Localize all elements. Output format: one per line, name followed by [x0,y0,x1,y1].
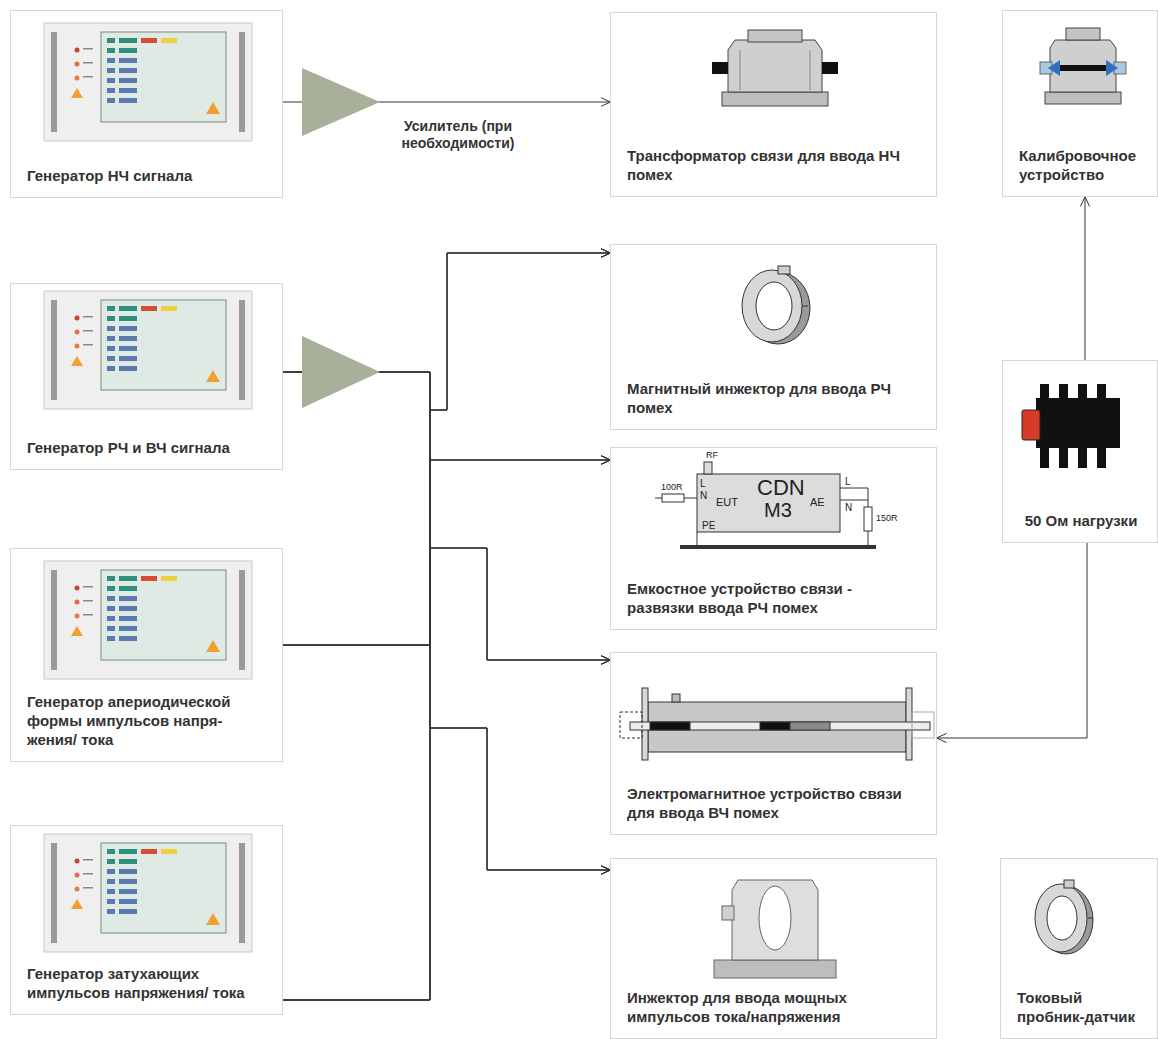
connector-arrow [283,372,610,870]
amplifier-triangle [302,68,380,136]
device-box: Емкостное устройство связи - развязки вв… [610,447,937,630]
connector-arrow [283,548,610,1000]
cdn-schematic [655,462,876,547]
connector-arrow [283,460,610,1000]
device-title: Токовый пробник-датчик [1017,988,1143,1026]
schematic-label: L [845,476,851,487]
current-probe-icon [1035,880,1093,954]
connector-arrow [937,543,1087,738]
device-title: Трансформатор связи для ввода НЧ помех [627,146,907,184]
device-box: Генератор затухающих импульсов напряжени… [10,825,283,1015]
amplifier-triangle [302,336,380,408]
device-box: Трансформатор связи для ввода НЧ помех [610,12,937,197]
schematic-label: 100R [661,482,683,492]
generator-icon [44,834,252,952]
device-title: Генератор НЧ сигнала [27,166,257,185]
schematic-label: M3 [764,500,792,521]
device-title: Магнитный инжектор для ввода РЧ помех [627,379,907,417]
connector-arrow [1085,197,1086,360]
schematic-label: PE [702,520,715,531]
schematic-label: L [700,478,706,489]
device-title: Емкостное устройство связи - развязки вв… [627,579,917,617]
connector-arrow [283,372,610,660]
connector-arrow [283,548,610,660]
device-box: Электромагнитное устройство связи для вв… [610,652,937,835]
schematic-label: CDN [757,476,805,499]
device-title: Генератор затухающих импульсов напряжени… [27,964,268,1002]
device-box: Генератор РЧ и ВЧ сигнала [10,283,283,470]
connector-arrow [283,645,610,870]
device-box: Калибровочное устройство [1002,10,1158,197]
device-title: Калибровочное устройство [1019,146,1143,184]
device-box: 50 Ом нагрузки [1002,360,1158,543]
transformer-icon [712,30,838,106]
device-title: 50 Ом нагрузки [1025,511,1138,530]
edge-label: Усилитель (при необходимости) [378,118,538,152]
device-title: Генератор апериодической формы импульсов… [27,692,267,749]
connector-arrow [283,728,610,1000]
device-title: Инжектор для ввода мощных импульсов тока… [627,988,917,1026]
connector-arrow [283,460,610,645]
device-box: Магнитный инжектор для ввода РЧ помех [610,244,937,430]
pulse-injector-icon [714,880,836,978]
schematic-label: EUT [716,496,738,508]
load-heatsink-icon [1022,384,1120,468]
device-box: Инжектор для ввода мощных импульсов тока… [610,858,937,1039]
device-title: Электромагнитное устройство связи для вв… [627,784,917,822]
ring-injector-icon [742,266,810,344]
schematic-label: AE [810,496,825,508]
generator-icon [44,23,252,141]
device-box: Токовый пробник-датчик [1000,858,1158,1039]
schematic-label: RF [706,450,718,460]
device-box: Генератор НЧ сигнала [10,10,283,198]
schematic-label: N [700,490,707,501]
device-box: Генератор апериодической формы импульсов… [10,548,283,762]
connector-arrow [283,253,610,1000]
device-title: Генератор РЧ и ВЧ сигнала [27,438,257,457]
generator-icon [44,561,252,679]
schematic-label: N [845,502,852,513]
schematic-label: 150R [876,513,898,523]
calibration-icon [1040,28,1126,104]
generator-icon [44,291,252,409]
em-clamp-icon [620,688,934,760]
